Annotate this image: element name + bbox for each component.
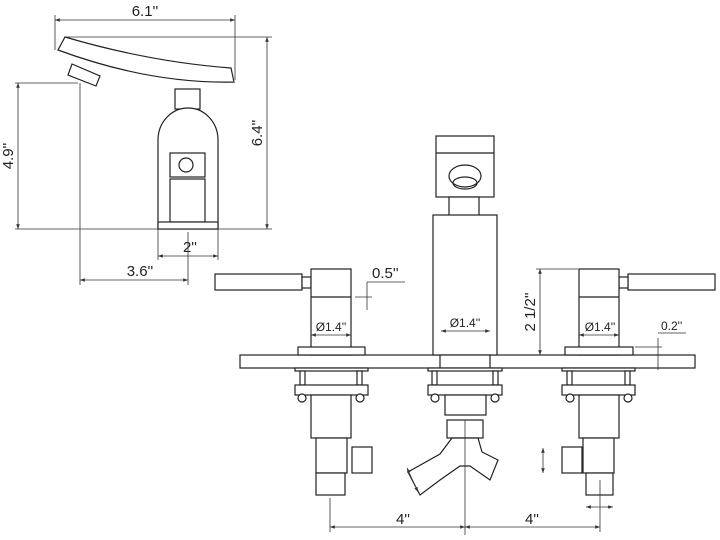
front-view: 0.5'' Ø1.4'' Ø1.4'' Ø1.4'' 2 1/2'' 0.2''… — [214, 135, 716, 535]
base — [157, 221, 219, 230]
right-handle — [561, 268, 716, 496]
deck-thickness-label: 0.2'' — [661, 319, 682, 333]
neck — [174, 88, 201, 110]
right-spacing-label: 4'' — [525, 511, 539, 528]
base-width-label: 2'' — [183, 239, 197, 256]
y-connector — [407, 437, 499, 496]
aerator — [67, 63, 101, 87]
handle-gap-label: 0.5'' — [372, 265, 399, 282]
left-spacing-label: 4'' — [396, 511, 410, 528]
aerator — [448, 164, 482, 188]
spout-body — [432, 214, 498, 356]
center-diameter-label: Ø1.4'' — [450, 316, 481, 330]
right-diameter-label: Ø1.4'' — [585, 320, 616, 334]
handle-height-label: 2 1/2'' — [522, 292, 539, 331]
side-view: 6.1'' 6.4'' 4.9'' 2'' 3.6'' — [0, 3, 272, 285]
sensor-window — [169, 152, 206, 178]
left-diameter-label: Ø1.4'' — [316, 320, 347, 334]
sensor-icon — [178, 157, 194, 173]
height-label: 6.4'' — [249, 120, 266, 147]
left-handle — [214, 268, 373, 496]
spout-height-label: 4.9'' — [0, 143, 17, 170]
reach-label: 3.6'' — [127, 263, 154, 280]
spout — [57, 36, 235, 83]
width-label: 6.1'' — [132, 3, 159, 20]
